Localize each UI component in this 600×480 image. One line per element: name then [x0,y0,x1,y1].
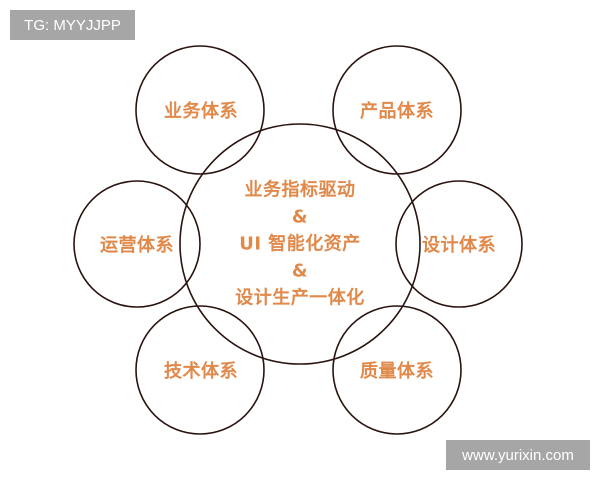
node-circle-business [135,45,265,175]
center-line-business-metrics: 业务指标驱动 [244,179,356,201]
center-line-ampersand-1: & [291,206,309,228]
node-circle-design [395,180,523,308]
node-circle-operations [73,180,201,308]
node-circle-technology [135,305,265,435]
center-text-block: 业务指标驱动 & UI 智能化资产 & 设计生产一体化 [235,177,365,312]
center-line-design-production: 设计生产一体化 [235,287,365,309]
node-label-business: 业务体系 [164,101,238,122]
center-circle [179,123,421,365]
node-label-quality: 质量体系 [360,361,434,382]
node-label-technology: 技术体系 [164,361,238,382]
watermark-top-left: TG: MYYJJPP [10,10,135,40]
watermark-bottom-right: www.yurixin.com [446,440,590,470]
node-label-design: 设计体系 [422,235,496,256]
node-label-operations: 运营体系 [100,235,174,256]
node-label-product: 产品体系 [360,101,434,122]
center-line-ui-assets: UI 智能化资产 [239,233,361,255]
center-line-ampersand-2: & [291,260,309,282]
node-circle-quality [332,305,462,435]
